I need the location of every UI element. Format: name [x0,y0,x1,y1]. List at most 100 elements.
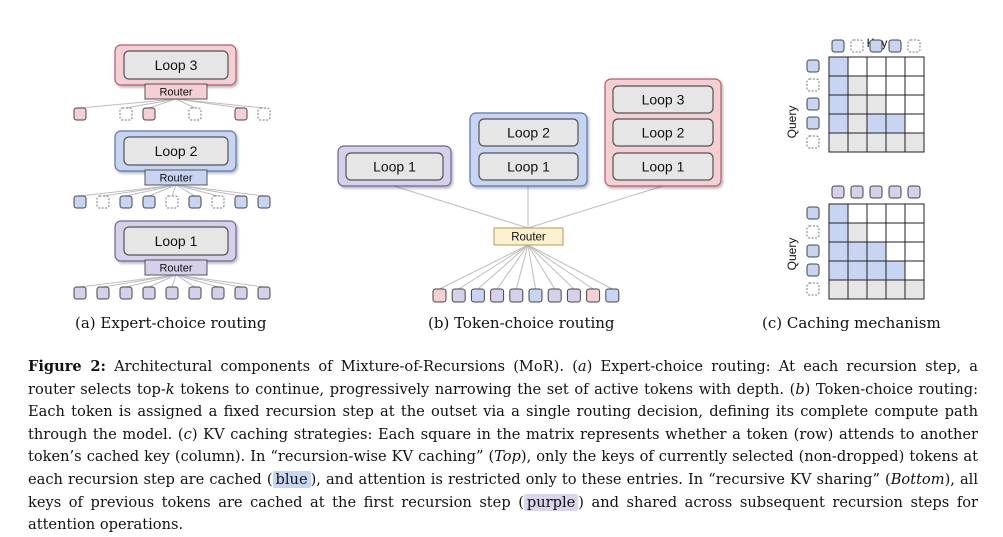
edge-a-row1-0 [79,274,177,288]
key-top-2 [869,39,883,53]
cache-bottom-cell-4-0 [828,279,849,300]
cache-top-cell-2-2 [866,94,887,115]
cache-bottom-cell-3-2 [866,260,887,281]
blue-loop2-inner [478,118,579,147]
cache-bottom-cell-0-1 [847,203,868,224]
token-b-8 [586,288,601,303]
query-label-bottom: Query [785,238,799,271]
edge-a-row2-4 [171,184,177,197]
router-3-label: Router [159,87,192,99]
edge-a-row1-4 [171,274,177,288]
token-b-9 [605,288,620,303]
cache-top-cell-3-4 [904,113,925,134]
token-a-row2-7 [234,195,248,209]
edge-router-purple [393,185,529,229]
query-bottom-1 [806,225,820,239]
cache-bottom-cell-2-4 [904,241,925,262]
cache-top-cell-1-0 [828,75,849,96]
edge-a-row1-8 [175,274,265,288]
key-top-3 [888,39,902,53]
blue-loop2-label: Loop 2 [507,125,550,141]
cache-top-cell-3-1 [847,113,868,134]
token-a-row2-5 [188,195,202,209]
cache-top-cell-4-0 [828,132,849,153]
router-3 [144,83,208,100]
edge-a-row1-5 [175,274,196,288]
cache-bottom-cell-4-2 [866,279,887,300]
edge-b-9 [527,244,613,290]
cache-bottom-cell-3-0 [828,260,849,281]
cache-bottom-cell-1-0 [828,222,849,243]
edge-a-row2-8 [175,184,265,197]
router-1 [144,259,208,276]
token-a-row1-6 [211,286,225,300]
token-a-row2-3 [142,195,156,209]
panel-token-choice: Loop 1 Loop 2 Loop 1 Loop 3 Loop 2 Loop … [337,78,722,303]
token-b-7 [566,288,581,303]
query-bottom-2 [806,244,820,258]
edge-b-1 [458,244,529,290]
edge-a-row3-1 [125,98,177,109]
loop3-label: Loop 3 [155,57,198,73]
cache-top-cell-0-1 [847,56,868,77]
blue-loop1-label: Loop 1 [507,159,550,175]
query-top-3 [806,116,820,130]
key-bottom-3 [888,185,902,199]
cache-top-cell-3-3 [885,113,906,134]
edge-a-row3-2 [148,98,177,109]
cache-bottom-cell-3-4 [904,260,925,281]
token-b-3 [490,288,505,303]
cache-top-cell-4-1 [847,132,868,153]
query-top-4 [806,135,820,149]
loop1-label: Loop 1 [155,233,198,249]
query-top-1 [806,78,820,92]
token-a-row2-0 [73,195,87,209]
cache-bottom-cell-2-0 [828,241,849,262]
token-a-row3-0 [73,107,87,121]
cache-bottom-cell-0-0 [828,203,849,224]
key-top-0 [831,39,845,53]
router-2 [144,169,208,186]
pink-loop3-inner [612,85,714,114]
query-top-0 [806,59,820,73]
token-a-row3-3 [188,107,202,121]
cache-bottom-cell-0-2 [866,203,887,224]
cache-bottom-cell-2-2 [866,241,887,262]
token-a-row1-3 [142,286,156,300]
cache-top-cell-2-4 [904,94,925,115]
token-router [493,227,564,246]
key-top-4 [907,39,921,53]
cache-top-cell-4-3 [885,132,906,153]
token-a-row1-0 [73,286,87,300]
pink-loop1-inner [612,152,714,181]
cache-bottom-cell-3-1 [847,260,868,281]
cache-top-cell-3-0 [828,113,849,134]
edge-a-row1-6 [175,274,219,288]
edge-b-5 [527,244,536,290]
caption-b: (b) Token-choice routing [428,314,615,332]
token-a-row1-8 [257,286,271,300]
edge-b-2 [477,244,529,290]
cache-top-cell-2-0 [828,94,849,115]
edge-b-7 [527,244,575,290]
token-b-6 [547,288,562,303]
query-bottom-3 [806,263,820,277]
key-top-1 [850,39,864,53]
cache-top-cell-0-2 [866,56,887,77]
blue-highlight: blue [272,470,311,488]
edge-a-row1-7 [175,274,242,288]
token-b-5 [528,288,543,303]
router-1-label: Router [159,263,192,275]
cache-top-cell-2-3 [885,94,906,115]
token-a-row3-5 [257,107,271,121]
edge-b-0 [439,244,529,290]
edge-a-row2-0 [79,184,177,197]
token-a-row1-5 [188,286,202,300]
cache-top-cell-1-2 [866,75,887,96]
cache-bottom-cell-0-3 [885,203,906,224]
loop2-label: Loop 2 [155,143,198,159]
loop3-inner [123,50,229,80]
edge-a-row3-0 [79,98,177,109]
query-label-top: Query [785,106,799,139]
cache-top-cell-1-4 [904,75,925,96]
